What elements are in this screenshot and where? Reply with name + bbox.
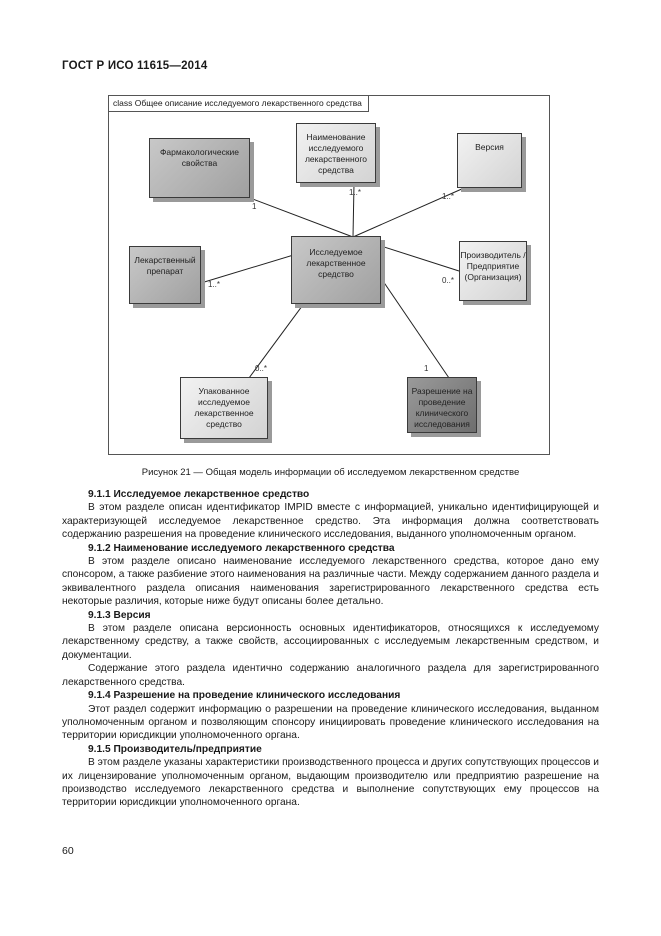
box-medicinal-product: Лекарственный препарат xyxy=(129,246,201,304)
document-header: ГОСТ Р ИСО 11615—2014 xyxy=(62,60,208,72)
box-product-name: Наименование исследуемого лекарственного… xyxy=(296,123,376,183)
multiplicity-name: 1..* xyxy=(349,188,362,197)
paragraph: В этом разделе указаны характеристики пр… xyxy=(62,757,599,809)
multiplicity-version: 1..* xyxy=(442,192,455,201)
paragraph: В этом разделе описано наименование иссл… xyxy=(62,556,599,608)
figure-caption: Рисунок 21 — Общая модель информации об … xyxy=(141,467,520,478)
box-trial-authorisation: Разрешение на проведение клинического ис… xyxy=(407,377,477,433)
page-number: 60 xyxy=(62,845,74,857)
section-heading: 9.1.3 Версия xyxy=(88,609,151,621)
box-pharmacological-properties: Фармакологические свойства xyxy=(149,138,250,198)
paragraph: В этом разделе описан идентификатор IMPI… xyxy=(62,502,599,541)
box-version: Версия xyxy=(457,133,522,188)
box-packaged-product: Упакованное исследуемое лекарственное ср… xyxy=(180,377,268,439)
diagram-frame-title: class Общее описание исследуемого лекарс… xyxy=(109,96,369,112)
section-heading: 9.1.2 Наименование исследуемого лекарств… xyxy=(88,542,395,554)
paragraph: Содержание этого раздела идентично содер… xyxy=(62,663,599,688)
paragraph: Этот раздел содержит информацию о разреш… xyxy=(62,703,599,742)
paragraph: В этом разделе описана версионность осно… xyxy=(62,623,599,661)
document-body: 9.1.1 Исследуемое лекарственное средство… xyxy=(62,488,599,810)
section-heading: 9.1.4 Разрешение на проведение клиническ… xyxy=(88,690,401,702)
multiplicity-authorisation: 1 xyxy=(424,364,429,373)
association-pharmacological xyxy=(249,197,354,238)
multiplicity-pharmacological: 1 xyxy=(252,202,257,211)
section-heading: 9.1.1 Исследуемое лекарственное средство xyxy=(88,489,310,500)
multiplicity-medicinal-product: 1..* xyxy=(208,280,221,289)
box-investigational-product: Исследуемое лекарственное средство xyxy=(291,236,381,304)
section-heading: 9.1.5 Производитель/предприятие xyxy=(88,743,262,755)
uml-diagram-frame: class Общее описание исследуемого лекарс… xyxy=(108,95,550,455)
box-manufacturer: Производитель /Предприятие (Организация) xyxy=(459,241,527,301)
association-version xyxy=(352,187,465,238)
multiplicity-packaged: 0..* xyxy=(255,364,268,373)
multiplicity-manufacturer: 0..* xyxy=(442,276,455,285)
association-name xyxy=(352,183,355,238)
